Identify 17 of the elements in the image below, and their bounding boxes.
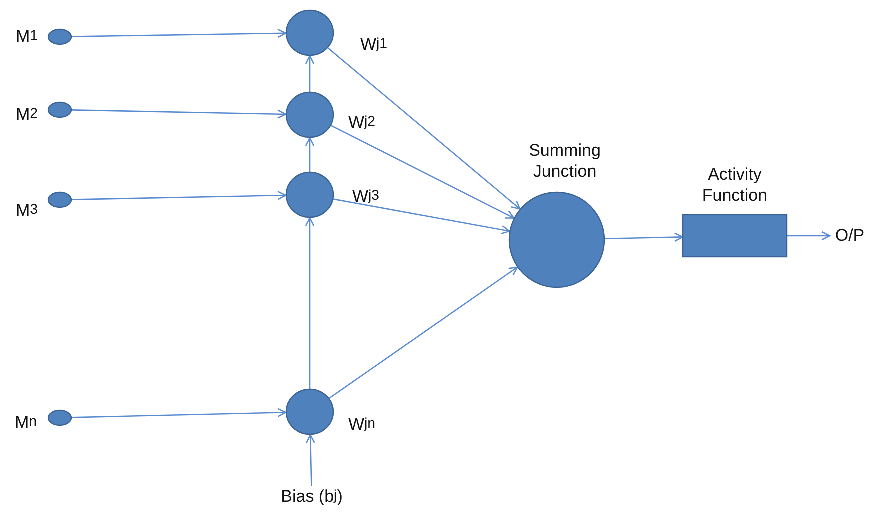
arrow bbox=[305, 55, 315, 92]
arrow bbox=[333, 198, 510, 235]
arrow bbox=[72, 28, 287, 38]
arrow bbox=[305, 217, 315, 389]
arrow bbox=[72, 110, 287, 119]
arrow bbox=[72, 191, 287, 200]
arrow bbox=[306, 434, 316, 486]
arrow bbox=[604, 232, 684, 242]
arrow bbox=[787, 231, 831, 241]
arrow bbox=[329, 266, 518, 400]
arrow bbox=[330, 125, 515, 219]
arrow bbox=[72, 408, 287, 418]
text-label: O/P bbox=[834, 225, 866, 247]
arrow bbox=[305, 137, 315, 172]
node-label: Summing Junction bbox=[528, 140, 602, 183]
node-label: Activity Function bbox=[701, 164, 769, 207]
arrow bbox=[328, 48, 521, 210]
